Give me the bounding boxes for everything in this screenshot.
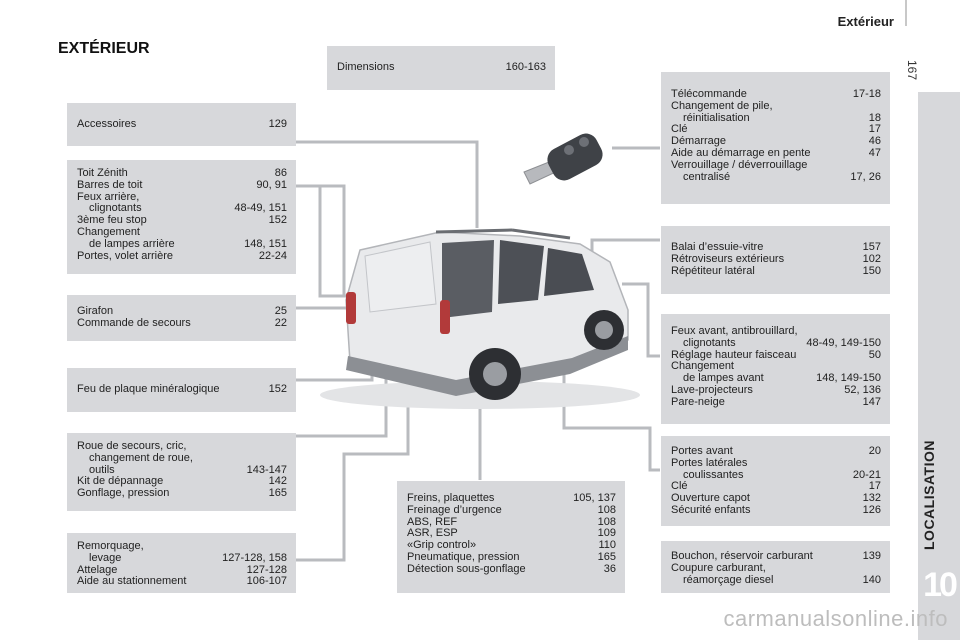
leader-accessoires xyxy=(296,140,479,228)
roue-box: Roue de secours, cric,changement de roue… xyxy=(67,433,296,511)
leader-feux xyxy=(622,282,660,358)
key-fob-illustration xyxy=(523,133,603,185)
leader-toit-b xyxy=(296,184,346,296)
side-tab xyxy=(918,92,960,640)
chapter-number: 10 xyxy=(923,566,958,604)
header-divider xyxy=(905,0,907,26)
leader-toit-a xyxy=(296,184,360,298)
vehicle-illustration xyxy=(320,228,640,409)
header-title: Extérieur xyxy=(837,14,894,29)
index-row: Roue de secours, cric,changement de roue… xyxy=(77,440,287,476)
leader-remorquage xyxy=(296,384,410,562)
index-row: «Grip control»110 xyxy=(407,539,616,552)
watermark: carmanualsonline.info xyxy=(723,606,948,631)
section-title: EXTÉRIEUR xyxy=(58,40,150,57)
